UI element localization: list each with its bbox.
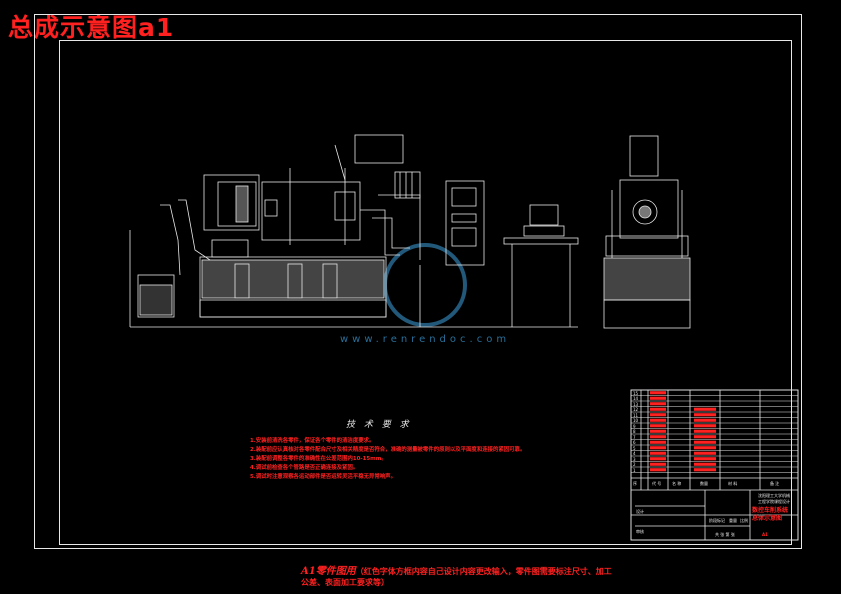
tech-requirements-heading: 技 术 要 求 — [346, 420, 412, 430]
parts-name-red-block — [650, 418, 666, 422]
tech-line-1: 1.安装前清洗各零件，保证各个零件的清洁度要求。 — [250, 438, 375, 444]
parts-row-number: 1 — [633, 467, 636, 473]
parts-row-number: 8 — [633, 429, 636, 434]
parts-material-red-block — [694, 413, 716, 417]
parts-name-red-block — [650, 462, 666, 466]
tb-school: 沈阳理工大学机械 — [758, 493, 790, 498]
parts-header-cell: 名 称 — [672, 481, 682, 486]
parts-row-number: 10 — [633, 418, 639, 423]
parts-row-number: 14 — [633, 396, 639, 401]
parts-row-number: 7 — [633, 434, 636, 440]
parts-name-red-block — [650, 440, 666, 444]
tb-school2: 工程学院课程设计 — [758, 499, 790, 504]
parts-name-red-block — [650, 451, 666, 455]
parts-header-cell: 备 注 — [770, 481, 780, 486]
outer-frame — [34, 14, 802, 549]
parts-name-red-block — [650, 446, 666, 450]
parts-material-red-block — [694, 451, 716, 455]
parts-material-red-block — [694, 446, 716, 450]
parts-name-red-block — [650, 413, 666, 417]
tech-line-4: 4.调试前检查各个管路是否正确连接及紧固。 — [250, 465, 359, 471]
parts-material-red-block — [694, 468, 716, 472]
tb-drawing-no: A1 — [762, 532, 768, 537]
parts-row-number: 12 — [633, 407, 639, 412]
bottom-note: A1零件图用（红色字体方框内容自己设计内容更改输入，零件图需要标注尺寸、加工 公… — [301, 566, 612, 588]
tech-line-5: 5.调试时注意观察各运动部件是否运转灵活平稳无异常响声。 — [250, 474, 396, 480]
parts-name-red-block — [650, 391, 666, 395]
parts-name-red-block — [650, 468, 666, 472]
parts-material-red-block — [694, 457, 716, 461]
parts-header-cell: 数量 — [700, 481, 708, 486]
parts-header-cell: 材 料 — [728, 481, 738, 486]
tb-drawing-name2: 总体示意图 — [752, 515, 783, 522]
watermark-logo — [383, 243, 467, 327]
parts-row-number: 3 — [633, 456, 636, 462]
parts-row-number: 9 — [633, 423, 636, 429]
parts-row-number: 6 — [633, 440, 636, 445]
parts-row-number: 15 — [633, 390, 639, 396]
parts-header-cell: 序 — [633, 481, 637, 486]
parts-row-number: 11 — [633, 412, 639, 418]
tech-line-3: 3.装配前调整各零件的准确性在公差范围内10-15mm。 — [250, 456, 387, 462]
parts-material-red-block — [694, 435, 716, 439]
tb-weight: 重量 — [729, 518, 737, 523]
tb-scale: 比例 — [740, 518, 748, 523]
parts-name-red-block — [650, 429, 666, 433]
bottom-note-line1: （红色字体方框内容自己设计内容更改输入，零件图需要标注尺寸、加工 — [355, 566, 612, 576]
parts-row-number: 2 — [633, 462, 636, 467]
parts-name-red-block — [650, 457, 666, 461]
parts-row-number: 5 — [633, 445, 636, 451]
inner-frame — [59, 40, 792, 545]
parts-material-red-block — [694, 440, 716, 444]
parts-header-cell: 代 号 — [652, 481, 662, 486]
tb-designer: 设计 — [636, 509, 644, 514]
bottom-note-label: A1零件图用 — [301, 566, 356, 577]
parts-material-red-block — [694, 429, 716, 433]
tech-line-2: 2.装配前应认真核对各零件配合尺寸及相关精度是否符合，准确的测量被零件的原则以及… — [250, 447, 526, 453]
parts-name-red-block — [650, 424, 666, 428]
tb-stage: 阶段标记 — [709, 518, 725, 523]
tb-drawing-name: 数控车削系统 — [752, 507, 789, 514]
parts-row-number: 4 — [633, 451, 636, 456]
tb-sheet: 共 张 第 张 — [715, 532, 735, 537]
parts-row-number: 13 — [633, 401, 639, 407]
parts-material-red-block — [694, 407, 716, 411]
parts-name-red-block — [650, 402, 666, 406]
parts-name-red-block — [650, 396, 666, 400]
tb-checker: 审核 — [636, 529, 644, 534]
bottom-note-line2: 公差、表面加工要求等） — [301, 577, 389, 587]
parts-name-red-block — [650, 435, 666, 439]
parts-name-red-block — [650, 407, 666, 411]
parts-material-red-block — [694, 424, 716, 428]
tech-requirements: 1.安装前清洗各零件，保证各个零件的清洁度要求。 2.装配前应认真核对各零件配合… — [250, 437, 525, 482]
watermark-url: www.renrendoc.com — [340, 334, 511, 345]
parts-material-red-block — [694, 418, 716, 422]
drawing-title: 总成示意图a1 — [8, 13, 175, 42]
parts-material-red-block — [694, 462, 716, 466]
